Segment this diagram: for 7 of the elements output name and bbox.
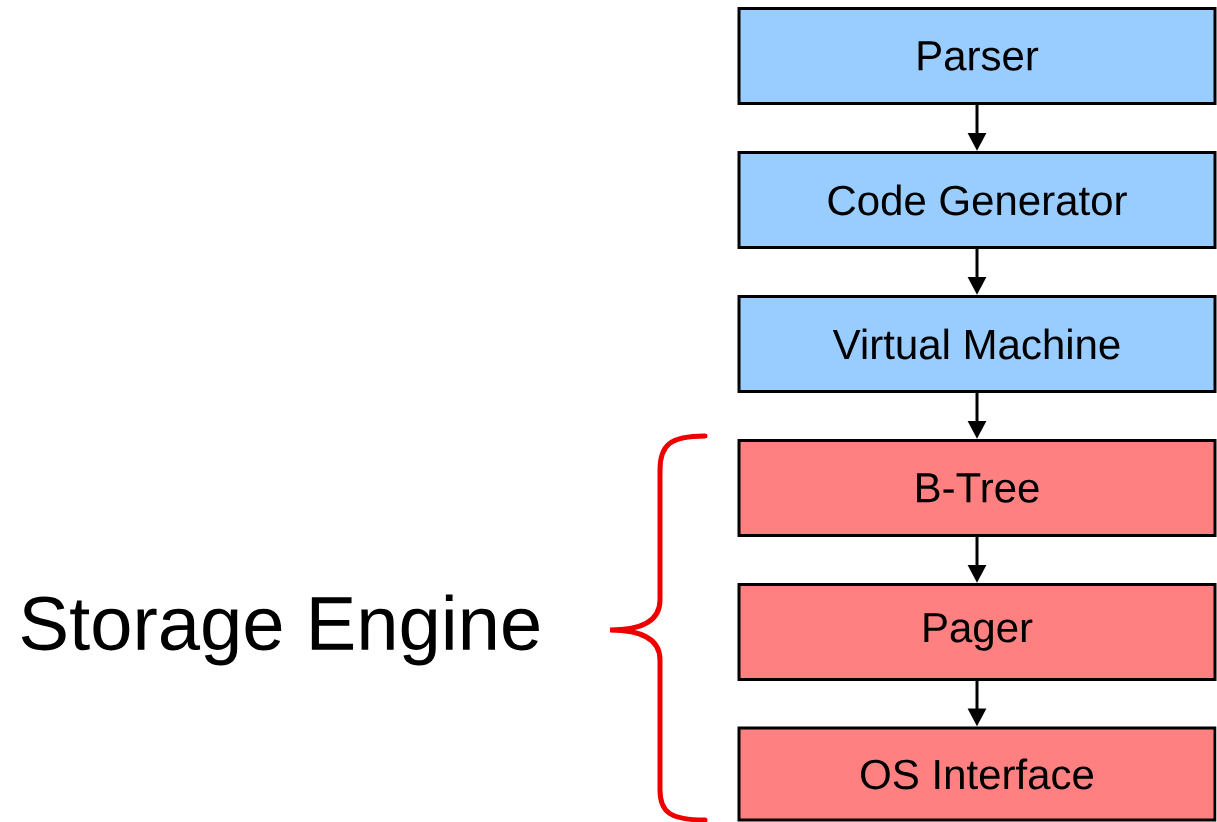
process-box: OS Interface (737, 726, 1217, 822)
process-box: Parser (737, 7, 1217, 105)
process-box: Pager (737, 583, 1217, 681)
process-box: Code Generator (737, 151, 1217, 249)
process-box: B-Tree (737, 439, 1217, 537)
process-box: Virtual Machine (737, 295, 1217, 393)
group-label: Storage Engine (21, 594, 539, 666)
